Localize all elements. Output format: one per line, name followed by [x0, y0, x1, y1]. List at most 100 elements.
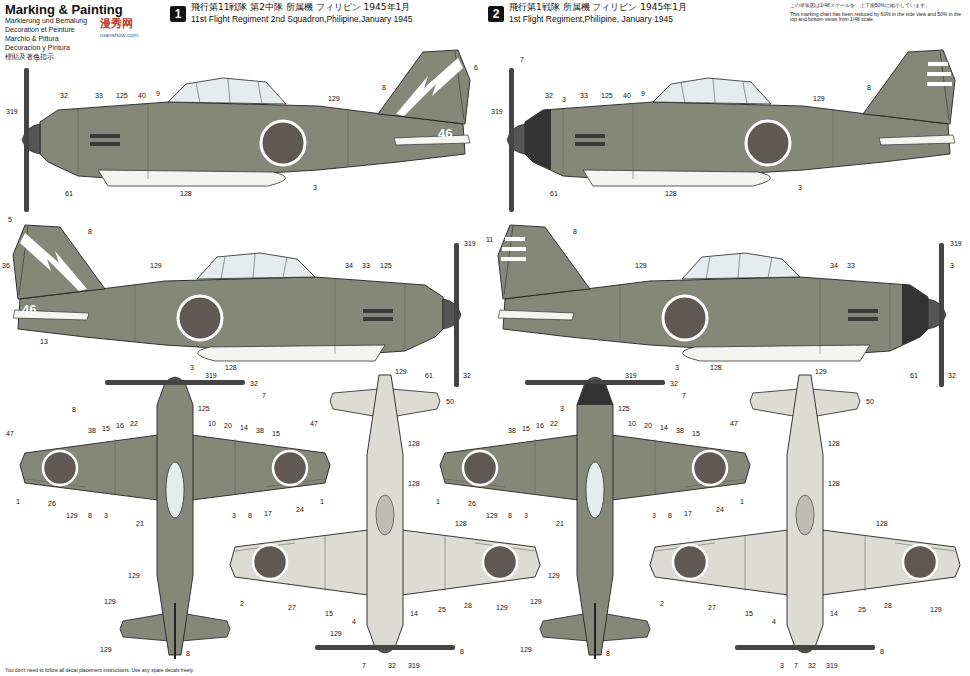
aircraft-number: 46 — [438, 127, 452, 140]
callout-number: 47 — [6, 430, 14, 437]
callout-number: 129 — [520, 646, 532, 653]
callout-number: 14 — [410, 610, 418, 617]
scheme-caption: 1st Flight Regiment,Philipine, January 1… — [509, 15, 687, 24]
callout-number: 61 — [65, 190, 73, 197]
callout-number: 33 — [362, 262, 370, 269]
callout-number: 4 — [772, 618, 776, 625]
heading-column: 飛行第1戦隊 所属機 フィリピン 1945年1月1st Flight Regim… — [509, 3, 687, 24]
callout-number: 129 — [815, 368, 827, 375]
callout-number: 25 — [858, 606, 866, 613]
callout-number: 32 — [388, 662, 396, 669]
callout-number: 17 — [684, 510, 692, 517]
callout-number: 129 — [328, 95, 340, 102]
callout-number: 1 — [740, 498, 744, 505]
callout-number: 128 — [180, 190, 192, 197]
callout-number: 26 — [48, 500, 56, 507]
watermark: manshow.com — [100, 32, 138, 38]
callout-number: 3 — [675, 364, 679, 371]
callout-number: 319 — [464, 240, 476, 247]
heading-column: 飛行第11戦隊 第2中隊 所属機 フィリピン 1945年1月11st Fligh… — [191, 3, 412, 24]
callout-number: 129 — [813, 95, 825, 102]
callout-number: 129 — [330, 630, 342, 637]
callout-number: 32 — [948, 372, 956, 379]
language-heading: Marchio & Pittura — [5, 35, 59, 42]
callout-number: 61 — [550, 190, 558, 197]
callout-number: 25 — [438, 606, 446, 613]
callout-number: 8 — [186, 650, 190, 657]
callout-number: 10 — [628, 420, 636, 427]
callout-number: 129 — [100, 646, 112, 653]
callout-number: 8 — [72, 406, 76, 413]
callout-number: 9 — [641, 90, 645, 97]
callout-number: 36 — [2, 262, 10, 269]
callout-number: 15 — [272, 430, 280, 437]
callout-number: 10 — [208, 420, 216, 427]
callout-number: 8 — [573, 228, 577, 235]
callout-number: 128 — [710, 364, 722, 371]
callout-number: 3 — [652, 512, 656, 519]
callout-number: 319 — [491, 108, 503, 115]
callout-number: 32 — [60, 92, 68, 99]
callout-number: 3 — [232, 512, 236, 519]
callout-number: 50 — [866, 398, 874, 405]
callout-number: 8 — [880, 648, 884, 655]
callout-number: 3 — [313, 184, 317, 191]
callout-number: 32 — [250, 380, 258, 387]
callout-number: 319 — [950, 240, 962, 247]
scheme-header: 1 飛行第11戦隊 第2中隊 所属機 フィリピン 1945年1月11st Flig… — [170, 3, 412, 24]
callout-number: 129 — [128, 572, 140, 579]
callout-number: 50 — [446, 398, 454, 405]
callout-number: 3 — [798, 184, 802, 191]
callout-number: 14 — [660, 424, 668, 431]
scheme-caption: 11st Flight Regiment 2nd Squadron,Philip… — [191, 15, 412, 24]
callout-number: 32 — [463, 372, 471, 379]
callout-number: 17 — [264, 510, 272, 517]
callout-number: 61 — [425, 372, 433, 379]
callout-number: 125 — [601, 92, 613, 99]
callout-number: 8 — [606, 650, 610, 657]
callout-number: 21 — [556, 520, 564, 527]
callout-number: 1 — [320, 498, 324, 505]
callout-number: 129 — [930, 606, 942, 613]
callout-number: 40 — [138, 92, 146, 99]
callout-number: 129 — [66, 512, 78, 519]
callout-number: 8 — [668, 512, 672, 519]
callout-number: 11 — [486, 236, 493, 243]
callout-number: 7 — [362, 662, 366, 669]
callout-number: 15 — [325, 610, 333, 617]
callout-number: 15 — [522, 425, 530, 432]
callout-number: 7 — [520, 56, 524, 63]
callout-number: 34 — [345, 262, 353, 269]
callout-number: 3 — [524, 512, 528, 519]
callout-number: 8 — [88, 228, 92, 235]
callout-number: 33 — [580, 92, 588, 99]
language-heading: 標貼及著色指示 — [5, 53, 54, 60]
callout-number: 128 — [828, 480, 840, 487]
callout-number: 1 — [16, 498, 20, 505]
callout-number: 7 — [35, 56, 39, 63]
callout-number: 33 — [95, 92, 103, 99]
language-heading: Markierung und Bemalung — [5, 17, 87, 24]
callout-number: 26 — [468, 500, 476, 507]
callout-number: 129 — [635, 262, 647, 269]
callout-number: 16 — [116, 422, 124, 429]
callout-number: 9 — [156, 90, 160, 97]
callout-number: 129 — [150, 262, 162, 269]
scale-note: この塗装図は1/48スケールを、上下面50%に縮小しています。 — [790, 3, 966, 8]
callout-number: 1 — [436, 498, 440, 505]
callout-number: 15 — [692, 430, 700, 437]
scheme-number: 1 — [170, 6, 186, 22]
callout-number: 3 — [562, 96, 566, 103]
callout-number: 128 — [225, 364, 237, 371]
callout-number: 32 — [670, 380, 678, 387]
callout-number: 3 — [104, 512, 108, 519]
aircraft-number: 46 — [22, 303, 36, 316]
callout-number: 129 — [548, 572, 560, 579]
sheet-title: Marking & Painting — [5, 3, 123, 16]
callout-number: 28 — [464, 602, 472, 609]
callout-number: 5 — [8, 216, 12, 223]
callout-number: 8 — [867, 84, 871, 91]
callout-number: 129 — [496, 604, 508, 611]
callout-number: 128 — [665, 190, 677, 197]
callout-number: 38 — [676, 427, 684, 434]
